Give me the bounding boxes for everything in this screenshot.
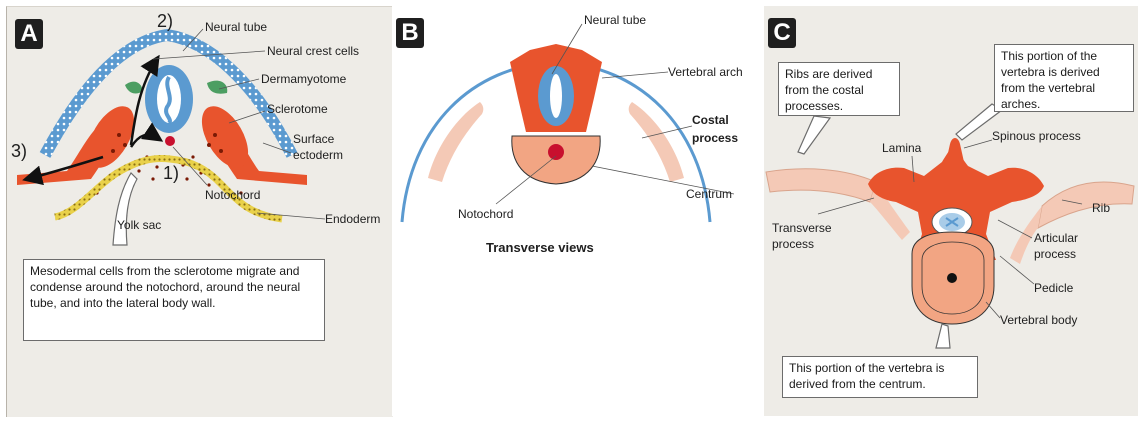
notochord-b-shape bbox=[548, 144, 564, 160]
label-transverse: Transverse bbox=[772, 221, 832, 235]
label-spinous-process: Spinous process bbox=[992, 129, 1081, 143]
spinous-process-shape bbox=[946, 138, 964, 162]
label-ectoderm: ectoderm bbox=[293, 148, 343, 162]
label-centrum: Centrum bbox=[686, 187, 732, 201]
right-dermamyotome bbox=[207, 81, 227, 94]
left-dermamyotome bbox=[125, 82, 143, 94]
label-endoderm: Endoderm bbox=[325, 212, 380, 226]
label-articular: Articular bbox=[1034, 231, 1078, 245]
label-transverse-process: process bbox=[772, 237, 814, 251]
callout-centrum: This portion of the vertebra is derived … bbox=[782, 356, 978, 398]
callout-ribs-pointer bbox=[798, 116, 830, 154]
label-vertebral-arch: Vertebral arch bbox=[668, 65, 743, 79]
panel-a: A bbox=[6, 6, 393, 417]
label-dermamyotome: Dermamyotome bbox=[261, 72, 347, 86]
callout-ribs: Ribs are derived from the costal process… bbox=[778, 62, 900, 116]
left-costal-process bbox=[428, 102, 483, 182]
right-costal-process bbox=[629, 102, 684, 182]
label-process-b: process bbox=[692, 131, 738, 145]
callout-mesodermal-cells: Mesodermal cells from the sclerotome mig… bbox=[23, 259, 325, 341]
label-rib: Rib bbox=[1092, 201, 1110, 215]
label-vertebral-body: Vertebral body bbox=[1000, 313, 1077, 327]
label-pedicle: Pedicle bbox=[1034, 281, 1074, 295]
label-neural-tube-a: Neural tube bbox=[205, 20, 267, 34]
label-surface: Surface bbox=[293, 132, 335, 146]
arrow-step-1 bbox=[131, 135, 159, 147]
caption-transverse-views: Transverse views bbox=[486, 240, 594, 255]
label-yolk-sac: Yolk sac bbox=[117, 218, 161, 232]
label-sclerotome: Sclerotome bbox=[267, 102, 328, 116]
label-notochord-b: Notochord bbox=[458, 207, 513, 221]
panel-b-illustration: Neural tube Vertebral arch Costal proces… bbox=[392, 6, 760, 416]
label-neural-crest-cells: Neural crest cells bbox=[267, 44, 359, 58]
callout-centrum-pointer bbox=[936, 324, 950, 348]
notochord-remnant bbox=[947, 273, 957, 283]
left-rib bbox=[766, 169, 876, 202]
callout-a-pointer bbox=[113, 173, 137, 245]
label-lamina: Lamina bbox=[882, 141, 922, 155]
panel-b: B Neural tube Vertebral ar bbox=[392, 6, 760, 416]
label-costal: Costal bbox=[692, 113, 729, 127]
panel-c: C bbox=[764, 6, 1138, 416]
label-notochord-a: Notochord bbox=[205, 188, 260, 202]
label-articular-process: process bbox=[1034, 247, 1076, 261]
step-2-label: 2) bbox=[157, 11, 173, 31]
step-1-label: 1) bbox=[163, 163, 179, 183]
callout-arches: This portion of the vertebra is derived … bbox=[994, 44, 1134, 112]
label-neural-tube-b: Neural tube bbox=[584, 13, 646, 27]
notochord-shape bbox=[165, 136, 175, 146]
step-3-label: 3) bbox=[11, 141, 27, 161]
right-rib bbox=[1038, 182, 1134, 228]
panel-a-illustration: Neural tube Neural crest cells Dermamyot… bbox=[7, 7, 393, 417]
